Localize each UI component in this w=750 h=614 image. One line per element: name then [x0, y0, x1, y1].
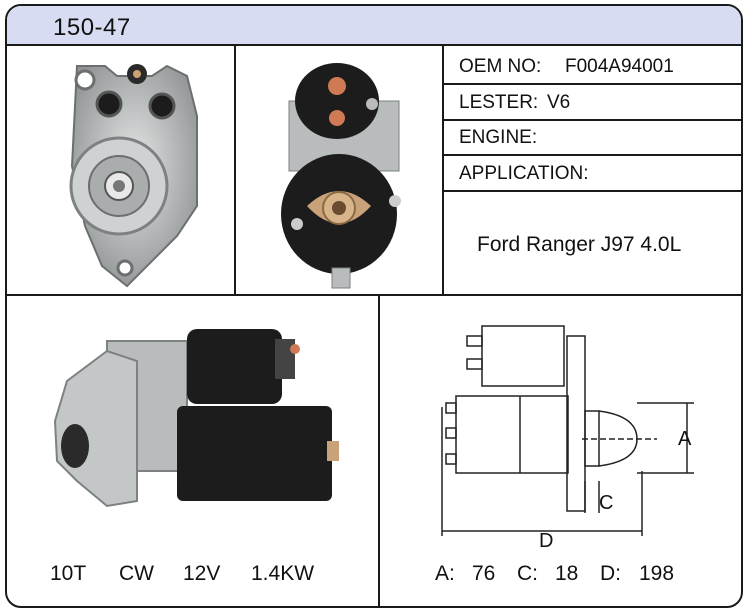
divider: [442, 154, 741, 156]
spec-value: F004A94001: [565, 56, 674, 77]
divider: [442, 190, 741, 192]
dim-c-value: 18: [555, 562, 579, 585]
dim-a-value: 76: [472, 562, 496, 585]
starter-rear-view-image: [281, 63, 401, 289]
spec-label: ENGINE:: [459, 127, 538, 148]
rating-rotation: CW: [119, 562, 154, 585]
divider: [378, 294, 380, 606]
rating-power: 1.4KW: [251, 562, 315, 585]
dim-a-label: A:: [435, 562, 455, 585]
diagram-label-c: C: [599, 492, 613, 514]
rating-teeth: 10T: [50, 562, 87, 585]
divider: [7, 294, 741, 296]
spec-value: V6: [547, 92, 571, 113]
diagram-label-a: A: [678, 428, 692, 450]
application-vehicle: Ford Ranger J97 4.0L: [477, 233, 682, 256]
rating-voltage: 12V: [183, 562, 221, 585]
starter-side-view-image: [53, 329, 339, 508]
product-spec-sheet: 150-47: [5, 4, 743, 608]
dim-d-value: 198: [639, 562, 675, 585]
starter-front-view-image: [69, 64, 198, 288]
spec-label: APPLICATION:: [459, 163, 589, 184]
diagram-label-d: D: [539, 530, 553, 551]
divider: [442, 119, 741, 121]
header-bar: 150-47: [7, 6, 741, 46]
part-number: 150-47: [53, 14, 131, 41]
spec-label: LESTER:: [459, 92, 539, 113]
divider: [234, 46, 236, 296]
spec-label: OEM NO:: [459, 56, 542, 77]
divider: [442, 46, 444, 296]
dimension-diagram: A C D: [441, 325, 694, 551]
dim-d-label: D:: [600, 562, 621, 585]
dim-c-label: C:: [517, 562, 538, 585]
divider: [442, 83, 741, 85]
